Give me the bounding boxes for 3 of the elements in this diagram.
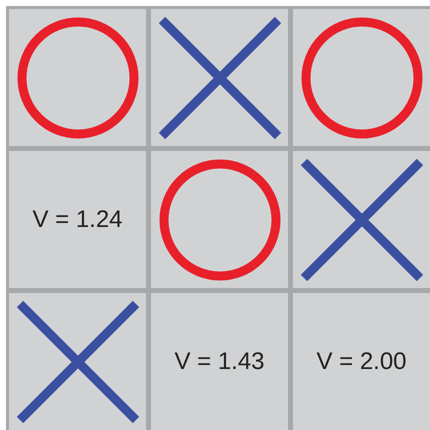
value-text: V = 2.00 <box>316 348 407 376</box>
value-text: V = 1.43 <box>174 348 265 376</box>
value-text: V = 1.24 <box>32 206 123 234</box>
